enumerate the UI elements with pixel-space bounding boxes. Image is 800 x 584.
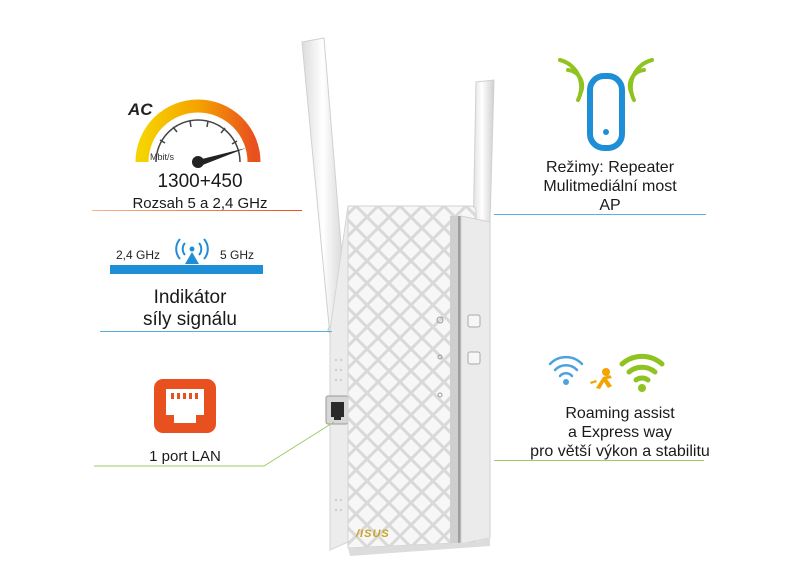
ethernet-port-icon [154,379,216,433]
led-indicators [436,316,444,398]
wps-button [467,314,481,328]
modes-line2: Mulitmediální most [543,178,677,195]
roaming-line2: a Express way [567,424,673,441]
signal-title-line2: síly signálu [143,309,237,330]
asus-logo: /ISUS [356,528,390,540]
speed-divider [92,210,302,211]
band-24-label: 2,4 GHz [116,248,161,262]
roaming-divider [494,460,704,461]
signal-divider [100,331,332,332]
wifi-blue-icon [548,355,584,378]
reset-button [467,351,481,365]
band-5-label: 5 GHz [220,248,255,262]
speed-gauge-icon [135,99,261,168]
modes-line1: Režimy: Repeater [545,159,675,176]
lan-port [325,395,349,425]
wifi-green-icon [619,353,665,383]
range-text: Rozsah 5 a 2,4 GHz [132,195,268,212]
signal-band-bar [110,265,263,274]
speed-value: 1300+450 [157,171,243,192]
signal-title-line1: Indikátor [153,287,227,308]
roaming-line1: Roaming assist [565,405,675,422]
repeater-device-icon [558,58,654,151]
ac-badge: AC [128,100,153,119]
modes-line3: AP [599,197,621,214]
lan-label: 1 port LAN [149,448,221,465]
running-person-icon [590,368,612,389]
router-device [301,37,495,556]
side-vent-dots [334,358,343,512]
roaming-line3: pro větší výkon a stabilitu [530,443,710,460]
signal-wifi-icon [175,238,209,264]
lan-connector-line [94,421,335,467]
modes-divider [494,214,706,215]
speed-unit-label: Mbit/s [150,152,175,162]
roaming-icons [548,353,665,392]
